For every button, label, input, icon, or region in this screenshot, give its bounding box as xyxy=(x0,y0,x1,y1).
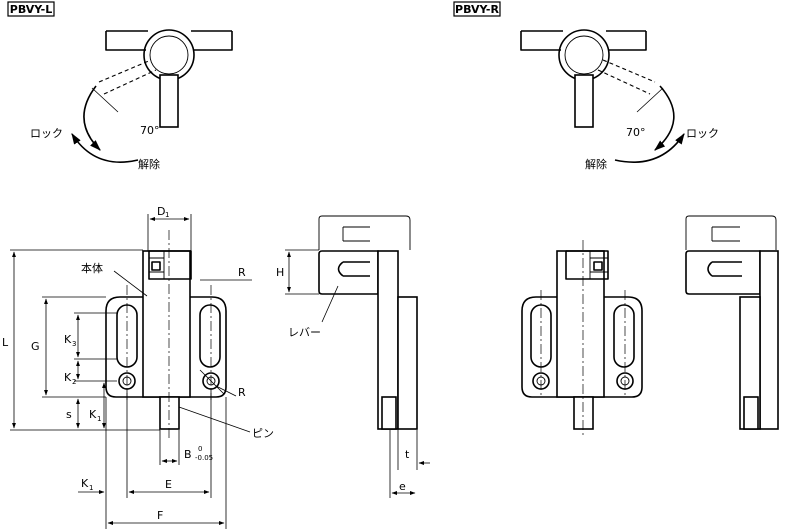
svg-text:D: D xyxy=(157,205,165,218)
front-view-right xyxy=(521,240,643,438)
svg-text:R: R xyxy=(238,266,246,279)
rotation-diagram-left: 70° ロック 解除 xyxy=(30,29,233,171)
svg-text:1: 1 xyxy=(89,484,93,492)
svg-text:2: 2 xyxy=(72,378,76,386)
svg-text:PBVY-R: PBVY-R xyxy=(455,3,499,16)
svg-text:K: K xyxy=(81,477,89,490)
svg-text:1: 1 xyxy=(97,415,101,423)
svg-text:R: R xyxy=(238,386,246,399)
svg-text:e: e xyxy=(399,480,406,493)
svg-text:G: G xyxy=(31,340,40,353)
rotation-diagram-right: 70° ロック 解除 xyxy=(520,29,719,171)
svg-text:-0.05: -0.05 xyxy=(195,454,213,462)
svg-text:L: L xyxy=(2,336,9,349)
svg-text:3: 3 xyxy=(72,340,76,348)
svg-text:K: K xyxy=(64,371,72,384)
svg-text:1: 1 xyxy=(165,211,169,219)
svg-text:70°: 70° xyxy=(140,124,160,137)
side-view-left: H レバー t e xyxy=(276,215,430,498)
svg-text:F: F xyxy=(157,509,163,522)
side-view-right xyxy=(685,215,779,430)
svg-text:ロック: ロック xyxy=(686,127,719,140)
svg-text:解除: 解除 xyxy=(585,157,607,171)
svg-text:70°: 70° xyxy=(626,126,646,139)
svg-text:解除: 解除 xyxy=(138,157,160,171)
svg-text:s: s xyxy=(66,408,72,421)
svg-text:ピン: ピン xyxy=(252,427,274,440)
svg-text:0: 0 xyxy=(198,445,202,453)
svg-text:本体: 本体 xyxy=(81,261,103,275)
variant-label-left: PBVY-L xyxy=(7,1,55,17)
svg-text:H: H xyxy=(276,266,284,279)
svg-text:PBVY-L: PBVY-L xyxy=(10,3,52,16)
svg-text:t: t xyxy=(405,448,410,461)
svg-text:B: B xyxy=(184,448,192,461)
svg-text:ロック: ロック xyxy=(30,127,63,140)
svg-text:レバー: レバー xyxy=(288,326,321,339)
svg-text:K: K xyxy=(89,408,97,421)
svg-text:E: E xyxy=(165,478,172,491)
svg-text:K: K xyxy=(64,333,72,346)
variant-label-right: PBVY-R xyxy=(453,1,501,17)
